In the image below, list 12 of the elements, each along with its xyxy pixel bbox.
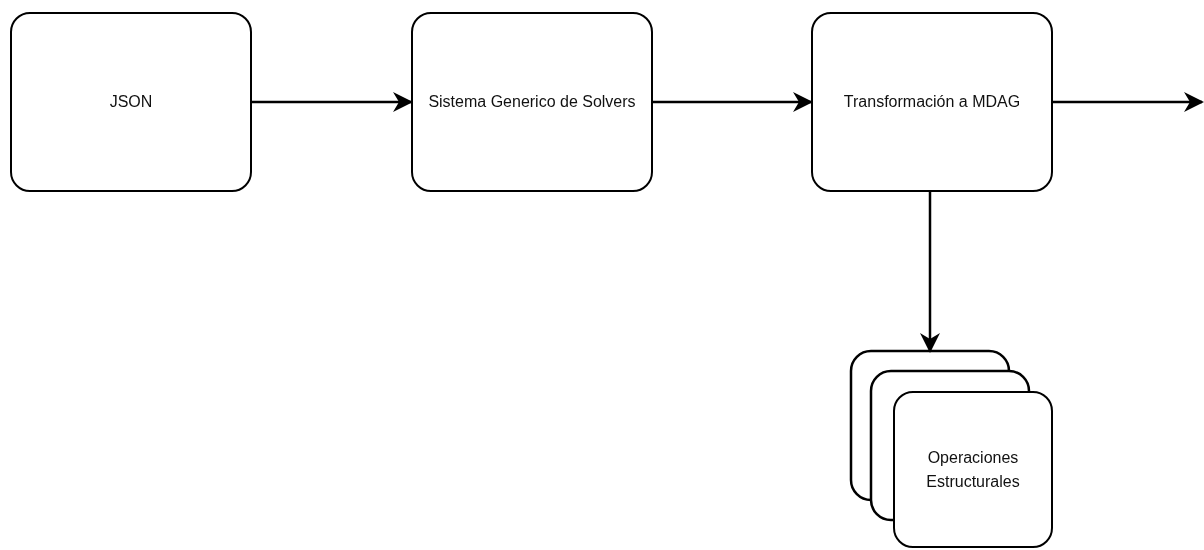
box-label: Operaciones Estructurales: [925, 448, 1021, 492]
process-box: [411, 12, 653, 192]
arrow: [920, 192, 940, 353]
arrow: [1053, 92, 1204, 112]
box-label: Sistema Generico de Solvers: [427, 92, 637, 113]
box-label: JSON: [108, 92, 154, 113]
process-box: [893, 391, 1053, 548]
process-box: [10, 12, 252, 192]
arrow: [252, 92, 413, 112]
box-label: Transformación a MDAG: [842, 92, 1022, 113]
arrow: [653, 92, 813, 112]
process-box: [811, 12, 1053, 192]
